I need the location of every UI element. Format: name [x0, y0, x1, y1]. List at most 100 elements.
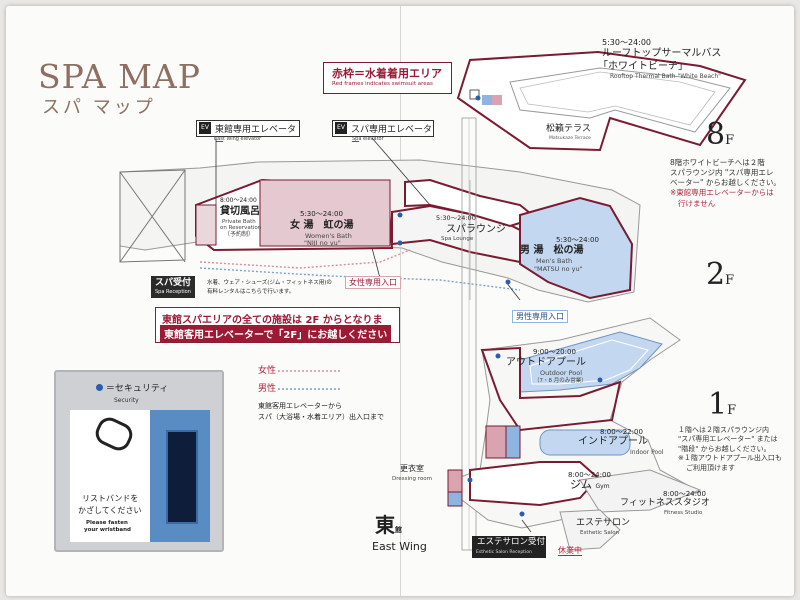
floor-1: 1F — [708, 387, 737, 422]
east-elevator-en: East Wing elevator — [214, 136, 262, 142]
rooftop-bath-pool — [519, 71, 716, 126]
gym-name: ジム Gym — [570, 478, 610, 491]
east-elevator-jp: 東館専用エレベーター — [215, 125, 297, 148]
outdoor-pool-inner — [529, 339, 649, 385]
swimsuit-legend-en: Red frames indicates swimsuit areas — [332, 81, 433, 87]
womens-bath-en2: "NIJI no yu" — [304, 239, 341, 247]
indoor-pool-time: 8:00〜22:00 — [600, 428, 643, 436]
security-dot — [597, 377, 603, 383]
security-jp1: リストバンドを — [82, 494, 139, 503]
map-title-jp: スパ マップ — [42, 97, 156, 118]
spa-elevator-en: Spa elevator — [352, 136, 384, 142]
rooftop-name: ルーフトップサーマルバス — [602, 48, 722, 59]
fitness-studio — [579, 469, 702, 513]
changing-room-pink — [485, 425, 507, 459]
security-jp2: かざしてください — [78, 506, 142, 515]
womens-bath-name: 女 湯 虹の湯 — [290, 220, 354, 231]
dressing-en: Dressing room — [392, 476, 432, 482]
east-wing-en: East Wing — [372, 540, 427, 553]
mens-bath-en2: "MATSU no yu" — [534, 265, 583, 273]
floor-2: 2F — [706, 257, 735, 292]
fold-line — [400, 6, 401, 596]
private-bath-en1: Private Bath — [222, 219, 256, 225]
map-title: SPA MAP — [38, 57, 201, 96]
security-dot — [397, 240, 403, 246]
spa-reception-badge: スパ受付 Spa Reception — [151, 276, 195, 298]
esthe-salon — [559, 509, 621, 551]
floor1-note: １階へは２階スパラウンジ内"スパ専用エレベーター" または"階段" からお越しく… — [678, 426, 782, 472]
womens-bath-en1: Women's Bath — [305, 232, 352, 240]
womens-bath-time: 5:30〜24:00 — [300, 210, 343, 218]
swimsuit-legend: 赤枠＝水着着用エリア Red frames indicates swimsuit… — [323, 62, 452, 94]
rooftop-room-blue — [482, 95, 492, 105]
elevator-icon: EV — [199, 122, 211, 134]
outdoor-pool-season: （7・8 月のみ営業） — [534, 378, 587, 384]
east-wing-kanji: 東館 — [375, 513, 402, 537]
outdoor-pool-time: 9:00〜20:00 — [533, 348, 576, 356]
outdoor-pool-name: アウトドアプール — [506, 357, 586, 368]
men-entrance: 男性専用入口 — [512, 310, 568, 324]
terrace-en: Matsukaze Terrace — [549, 136, 591, 141]
mens-bath-time: 5:30〜24:00 — [556, 236, 599, 244]
fitness-en: Fitness Studio — [664, 510, 703, 516]
indoor-pool-name: インドアプール — [578, 436, 648, 447]
route-legend-women: 女性 — [258, 366, 277, 376]
fitness-time: 8:00〜24:00 — [663, 490, 706, 498]
indoor-pool-en: Indoor Pool — [630, 449, 664, 456]
security-en2: your wristband — [84, 527, 131, 533]
security-legend: ＝セキュリティ — [96, 384, 168, 394]
rooftop-time: 5:30〜24:00 — [602, 38, 652, 47]
security-dot — [467, 477, 473, 483]
security-dot — [505, 279, 511, 285]
women-entrance: 女性専用入口 — [345, 276, 401, 290]
dressing-name: 更衣室 — [400, 464, 424, 473]
private-bath-en2: on Reservation — [220, 225, 262, 231]
east-wing-elevator-label: EV 東館専用エレベーター — [196, 120, 300, 148]
esthe-closed: 休業中 — [558, 546, 582, 557]
terrace-name: 松籟テラス — [546, 124, 591, 134]
spa-elevator-jp: スパ専用エレベーター — [351, 125, 433, 148]
outdoor-pool-en: Outdoor Pool — [540, 369, 583, 377]
dressing-block-pink — [447, 469, 463, 493]
security-panel: ＝セキュリティ Security リストバンドを かざしてください Please… — [54, 370, 224, 552]
card-reader — [150, 410, 210, 542]
access-info-box: 東館スパエリアの全ての施設は 2F からとなります。 東館客用エレベーターで「2… — [155, 307, 400, 343]
mens-bath-en1: Men's Bath — [536, 257, 573, 265]
pool-building-frame — [480, 346, 622, 432]
security-dot — [397, 212, 403, 218]
women-route — [199, 249, 411, 269]
access-info-line2: 東館客用エレベーターで「2F」にお越しください — [160, 325, 392, 342]
security-en1: Please fasten — [86, 520, 128, 526]
card-reader-slot — [166, 430, 198, 524]
route-legend-desc2: スパ（大浴場・水着エリア）出入口まで — [258, 413, 384, 421]
security-card: リストバンドを かざしてください Please fasten your wris… — [70, 410, 210, 542]
rooftop-name2: 「ホワイトビーチ」 — [598, 61, 688, 72]
spa-rental-note2: 有料レンタルはこちらで行います。 — [207, 289, 295, 295]
rooftop-room-pink — [492, 95, 502, 105]
spa-elevator-label: EV スパ専用エレベーター — [332, 120, 434, 148]
spa-lounge-name: スパラウンジ — [446, 224, 506, 235]
spa-lounge-time: 5:30〜24:00 — [436, 214, 476, 222]
spa-reception-en: Spa Reception — [155, 289, 191, 295]
indoor-pool — [539, 429, 631, 456]
floor8-note: 8階ホワイトビーチへは２階スパラウンジ内 "スパ専用エレベーター" からお越しく… — [670, 158, 781, 208]
mens-bath-name: 男 湯 松の湯 — [520, 245, 584, 256]
private-bath-reservation: （予約制） — [224, 231, 255, 238]
esthe-reception-jp: エステサロン受付 — [477, 537, 546, 547]
cross-hatch-block — [119, 169, 186, 263]
outdoor-pool — [519, 331, 663, 393]
mens-bath-pool — [519, 196, 634, 300]
esthe-reception-en: Esthetic Salon Reception — [476, 550, 532, 555]
security-en: Security — [114, 397, 139, 404]
security-dot-icon — [96, 384, 103, 391]
private-bath-room — [195, 204, 217, 246]
private-bath-name: 貸切風呂 — [220, 206, 260, 217]
esthe-reception-badge: エステサロン受付 Esthetic Salon Reception — [472, 536, 546, 558]
spa-lounge-en: Spa Lounge — [441, 236, 474, 242]
gym-time: 8:00〜24:00 — [568, 471, 611, 479]
changing-room-blue — [505, 425, 521, 459]
spa-reception-jp: スパ受付 — [155, 278, 192, 288]
private-bath-time: 8:00〜24:00 — [220, 197, 257, 204]
spa-rental-note1: 水着、ウェア・シューズ(ジム・フィットネス用)の — [207, 280, 332, 286]
